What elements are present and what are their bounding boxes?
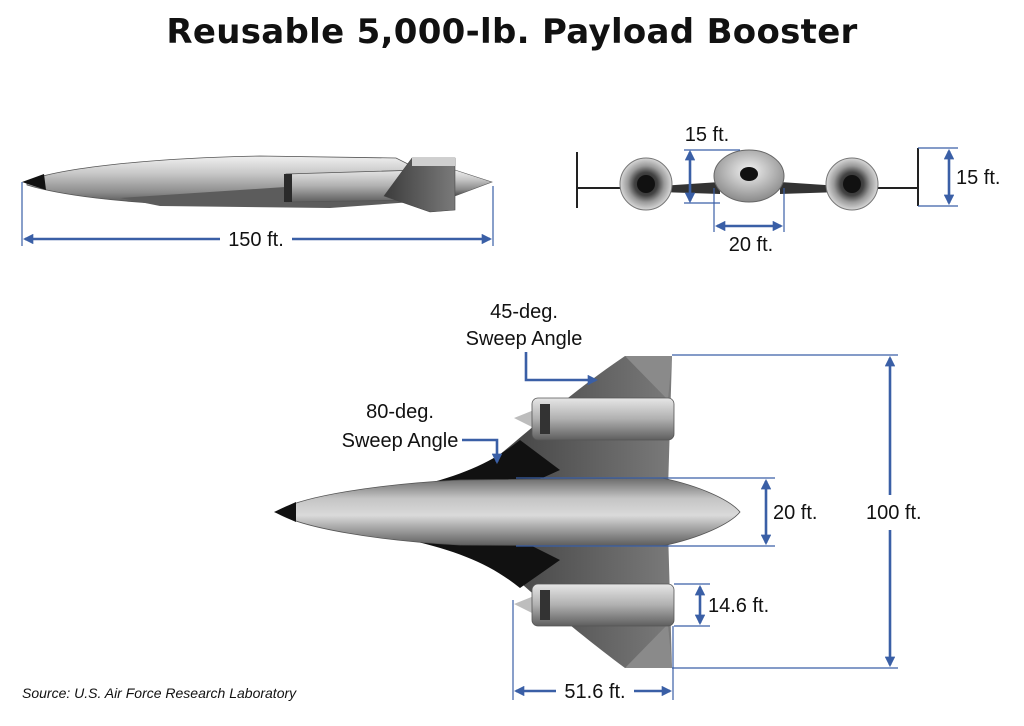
side-wing xyxy=(120,186,440,208)
source-credit: Source: U.S. Air Force Research Laborato… xyxy=(22,685,297,701)
front-engine-left-core xyxy=(637,175,655,193)
page-title: Reusable 5,000-lb. Payload Booster xyxy=(166,12,858,52)
inner-sweep-label-line2: Sweep Angle xyxy=(342,430,459,452)
side-nose-tip xyxy=(22,174,46,190)
outer-sweep-leader xyxy=(524,352,599,386)
wing-root-label: 51.6 ft. xyxy=(564,681,625,703)
top-wingtip-lower xyxy=(625,624,672,668)
outer-sweep-label-line1: 45-deg. xyxy=(490,301,558,323)
front-nose-tip xyxy=(740,167,758,181)
front-fuselage-height-label: 15 ft. xyxy=(685,124,729,146)
side-engine-inlet xyxy=(284,174,292,202)
top-engine-pod-lower xyxy=(514,583,675,627)
top-strake-lower xyxy=(410,540,560,588)
outer-sweep-label-line2: Sweep Angle xyxy=(466,328,583,350)
front-fuselage-width-label: 20 ft. xyxy=(729,234,773,256)
top-engine-pod-upper xyxy=(514,397,675,441)
top-nose-tip xyxy=(274,502,296,522)
front-overall-height-label: 15 ft. xyxy=(956,167,1000,189)
top-fuselage-width-label: 20 ft. xyxy=(773,502,817,524)
inner-sweep-label-line1: 80-deg. xyxy=(366,401,434,423)
top-wingtip-upper xyxy=(625,356,672,400)
top-fuselage xyxy=(275,477,741,547)
top-view: 45-deg. Sweep Angle 80-deg. Sweep Angle … xyxy=(274,301,922,703)
side-view: 150 ft. xyxy=(21,155,494,251)
side-length-label: 150 ft. xyxy=(228,229,284,251)
top-strake-upper xyxy=(410,440,560,488)
engine-diameter-label: 14.6 ft. xyxy=(708,595,769,617)
front-view: 15 ft. 15 ft. 20 ft. xyxy=(576,124,1000,256)
side-exhaust-cone xyxy=(454,169,493,197)
side-tail-cap xyxy=(412,158,455,166)
top-span-label: 100 ft. xyxy=(866,502,922,524)
front-wing-fairing-right xyxy=(780,182,840,194)
front-engine-right-core xyxy=(843,175,861,193)
inner-sweep-leader xyxy=(462,438,503,465)
